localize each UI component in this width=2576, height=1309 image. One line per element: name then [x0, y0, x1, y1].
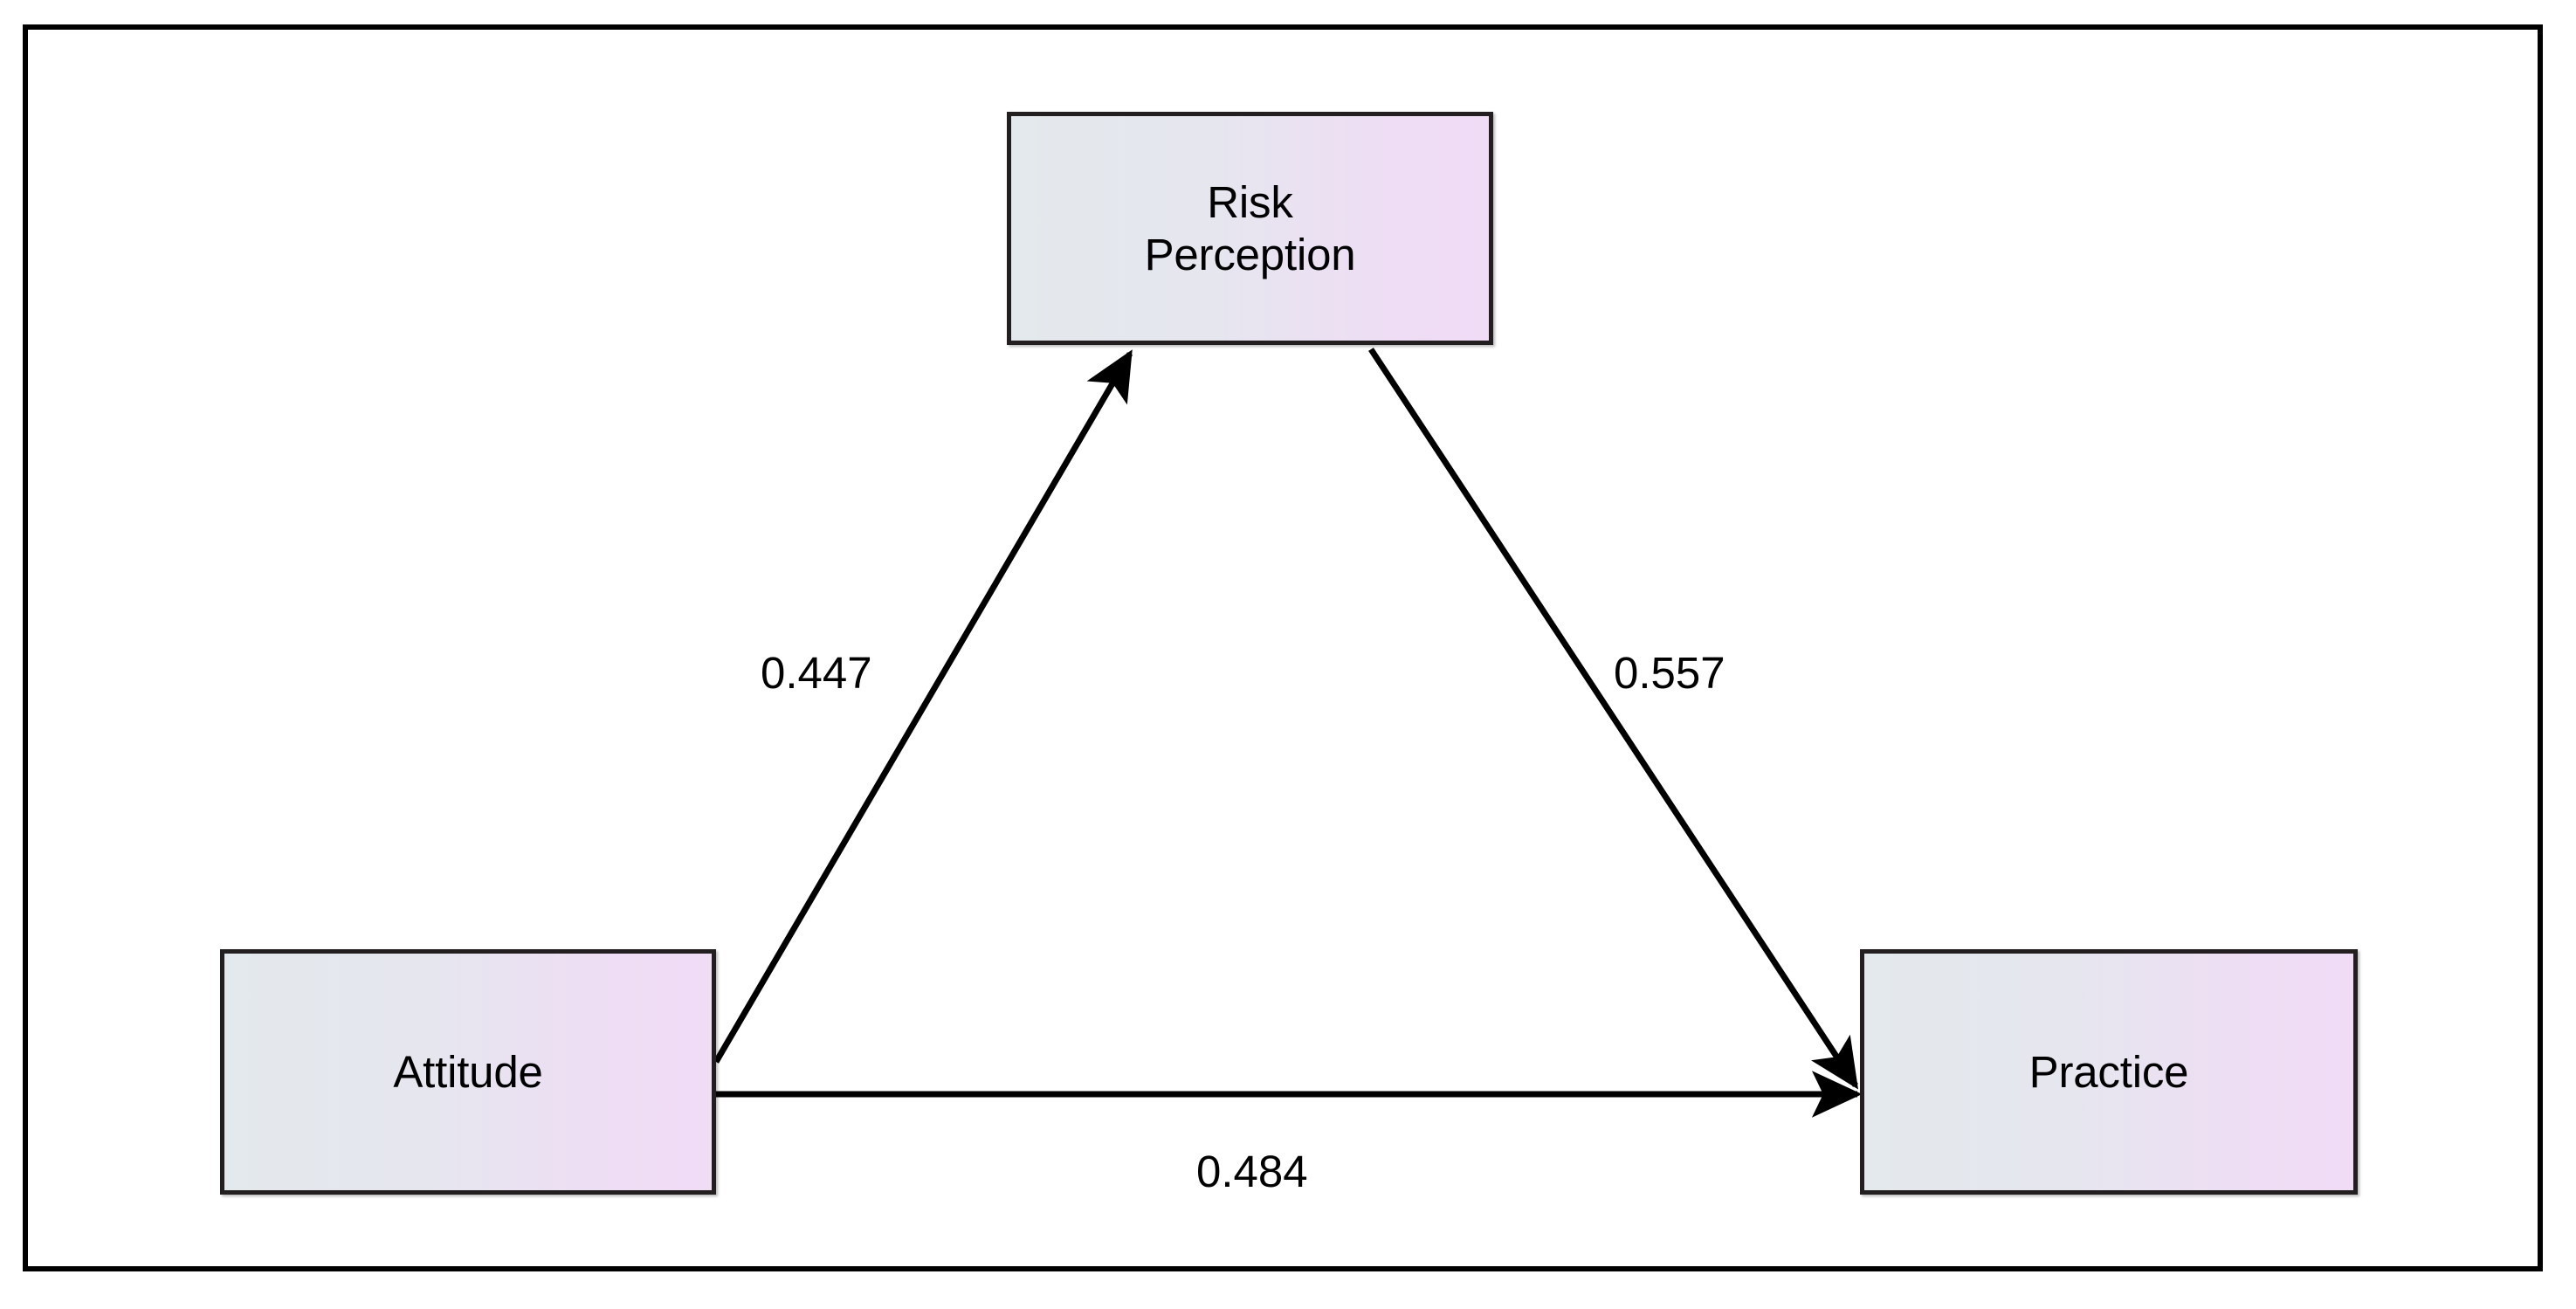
- figure-frame: Risk Perception Attitude Practice 0.447 …: [23, 24, 2543, 1271]
- edge-label-risk-perception-to-practice: 0.557: [1614, 648, 1725, 698]
- node-attitude[interactable]: Attitude: [220, 949, 716, 1195]
- edge-label-attitude-to-practice: 0.484: [1196, 1147, 1308, 1196]
- node-risk-perception-label: Risk Perception: [1144, 177, 1356, 279]
- edge-risk-perception-to-practice: [1368, 348, 1858, 1090]
- node-practice-label: Practice: [2028, 1046, 2189, 1097]
- node-practice[interactable]: Practice: [1860, 949, 2358, 1195]
- node-risk-perception[interactable]: Risk Perception: [1007, 112, 1493, 345]
- edge-attitude-to-risk-perception: [713, 349, 1133, 1064]
- edge-label-attitude-to-risk-perception: 0.447: [761, 648, 872, 698]
- node-attitude-label: Attitude: [393, 1046, 543, 1097]
